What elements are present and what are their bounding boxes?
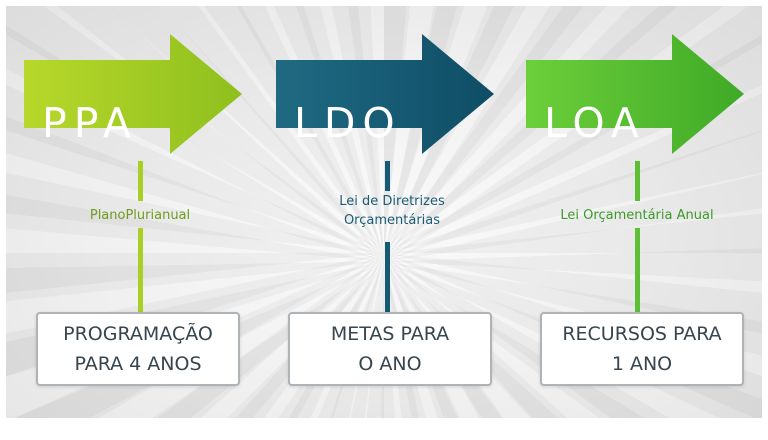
loa-connector-lower bbox=[635, 228, 640, 312]
loa-box: RECURSOS PARA 1 ANO bbox=[540, 312, 744, 386]
ppa-arrow: PPA bbox=[20, 6, 260, 156]
ppa-subtitle: PlanoPlurianual bbox=[40, 206, 240, 225]
ppa-arrow-shape bbox=[24, 34, 242, 154]
loa-subtitle-line-1: Lei Orçamentária Anual bbox=[560, 208, 714, 223]
ppa-subtitle-line-1: PlanoPlurianual bbox=[89, 208, 191, 223]
step-ldo: LDO Lei de Diretrizes Orçamentárias META… bbox=[272, 6, 512, 418]
ldo-arrow: LDO bbox=[272, 6, 512, 156]
ldo-subtitle: Lei de Diretrizes Orçamentárias bbox=[292, 192, 492, 230]
ldo-code: LDO bbox=[294, 99, 402, 147]
ldo-subtitle-line-1: Lei de Diretrizes bbox=[339, 194, 445, 209]
loa-box-line-1: RECURSOS PARA bbox=[562, 323, 722, 345]
ppa-connector-lower bbox=[138, 228, 143, 312]
ldo-arrow-path bbox=[276, 34, 494, 154]
ldo-subtitle-line-2: Orçamentárias bbox=[343, 213, 441, 228]
ldo-connector-lower bbox=[385, 242, 390, 312]
ppa-connector bbox=[138, 161, 143, 201]
loa-box-line-2: 1 ANO bbox=[611, 353, 673, 375]
step-ppa: PPA PlanoPlurianual PROGRAMAÇÃO PARA 4 A… bbox=[20, 6, 260, 418]
ldo-arrow-shape bbox=[276, 34, 494, 154]
loa-arrow-shape bbox=[526, 34, 744, 154]
loa-connector bbox=[635, 161, 640, 201]
ppa-box-line-2: PARA 4 ANOS bbox=[74, 353, 202, 375]
ppa-box-line-1: PROGRAMAÇÃO bbox=[63, 323, 213, 345]
ldo-box: METAS PARA O ANO bbox=[288, 312, 492, 386]
ldo-box-line-1: METAS PARA bbox=[330, 323, 450, 345]
loa-arrow: LOA bbox=[522, 6, 762, 156]
loa-subtitle: Lei Orçamentária Anual bbox=[532, 206, 742, 225]
loa-arrow-path bbox=[526, 34, 744, 154]
loa-code: LOA bbox=[544, 99, 646, 147]
ppa-code: PPA bbox=[42, 99, 138, 147]
ldo-box-line-2: O ANO bbox=[358, 353, 422, 375]
ldo-connector bbox=[385, 161, 390, 191]
ppa-arrow-path bbox=[24, 34, 242, 154]
bottom-margin bbox=[0, 420, 768, 440]
ppa-box: PROGRAMAÇÃO PARA 4 ANOS bbox=[36, 312, 240, 386]
diagram-canvas: PPA PlanoPlurianual PROGRAMAÇÃO PARA 4 A… bbox=[6, 6, 762, 418]
step-loa: LOA Lei Orçamentária Anual RECURSOS PARA… bbox=[522, 6, 762, 418]
